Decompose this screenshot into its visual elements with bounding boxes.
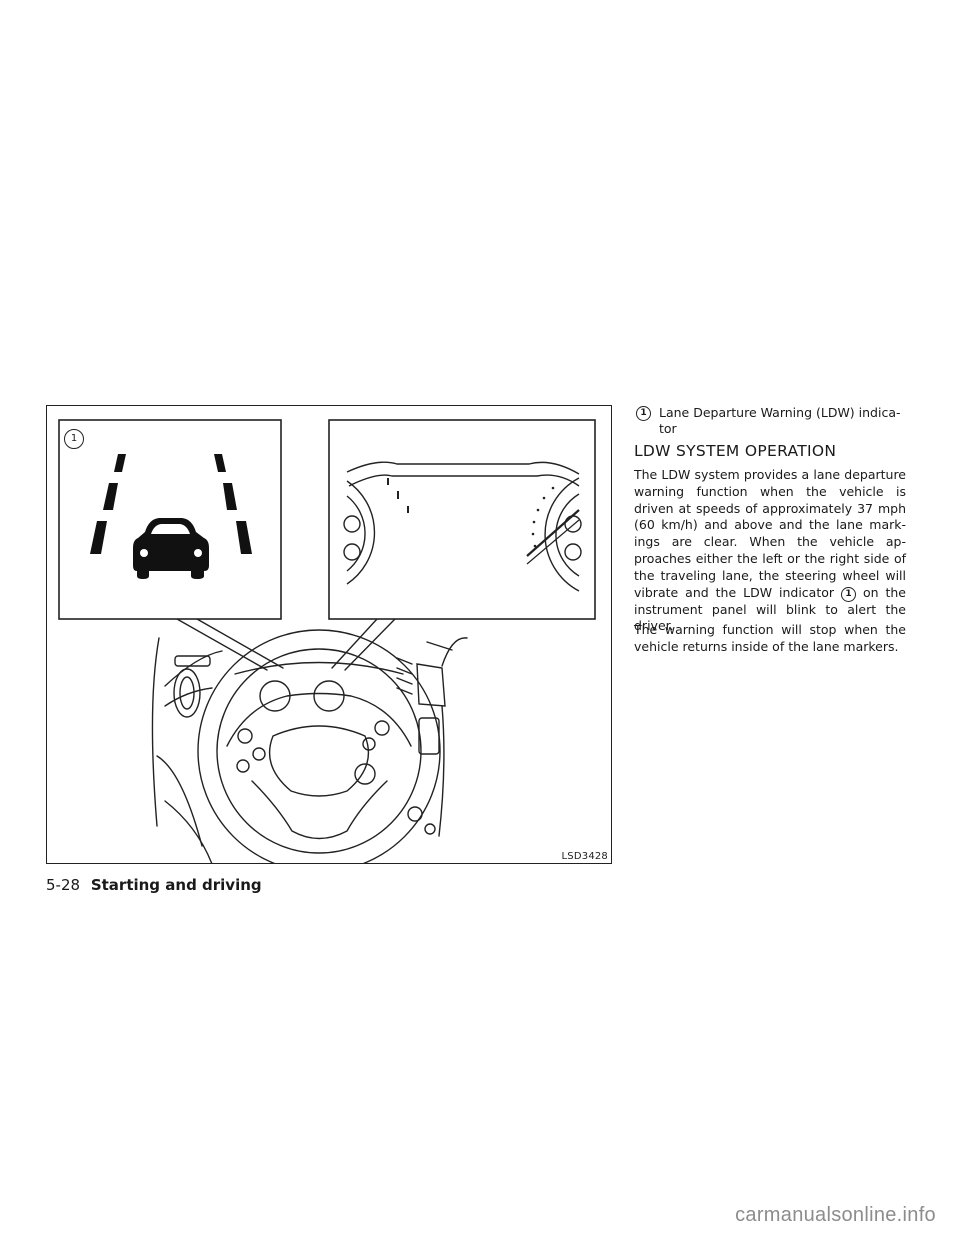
indicator-ref-number: 1 <box>841 586 856 602</box>
section-title: Starting and driving <box>90 876 262 894</box>
paragraph-1-before: The LDW system provides a lane departure… <box>634 467 906 600</box>
watermark: carmanualsonline.info <box>735 1204 936 1226</box>
paragraph-1-after: on the instrument panel will blink to al… <box>634 584 906 634</box>
figure-code: LSD3428 <box>561 851 608 862</box>
paragraph-2: The warning function will stop when the … <box>634 622 906 654</box>
caption-number: 1 <box>636 406 651 421</box>
caption-text: Lane Departure Warning (LDW) indica-tor <box>659 405 901 436</box>
page-footer: 5-28 Starting and driving <box>46 876 262 894</box>
figure-caption: 1 Lane Departure Warning (LDW) indica-to… <box>634 405 906 437</box>
paragraph-1: The LDW system provides a lane departure… <box>634 467 906 635</box>
dashboard-illustration <box>58 419 596 863</box>
section-heading: LDW SYSTEM OPERATION <box>634 442 837 460</box>
ldw-figure: 1 LSD3428 <box>46 405 612 864</box>
callout-number-1: 1 <box>64 429 84 449</box>
page-number: 5-28 <box>46 876 81 894</box>
